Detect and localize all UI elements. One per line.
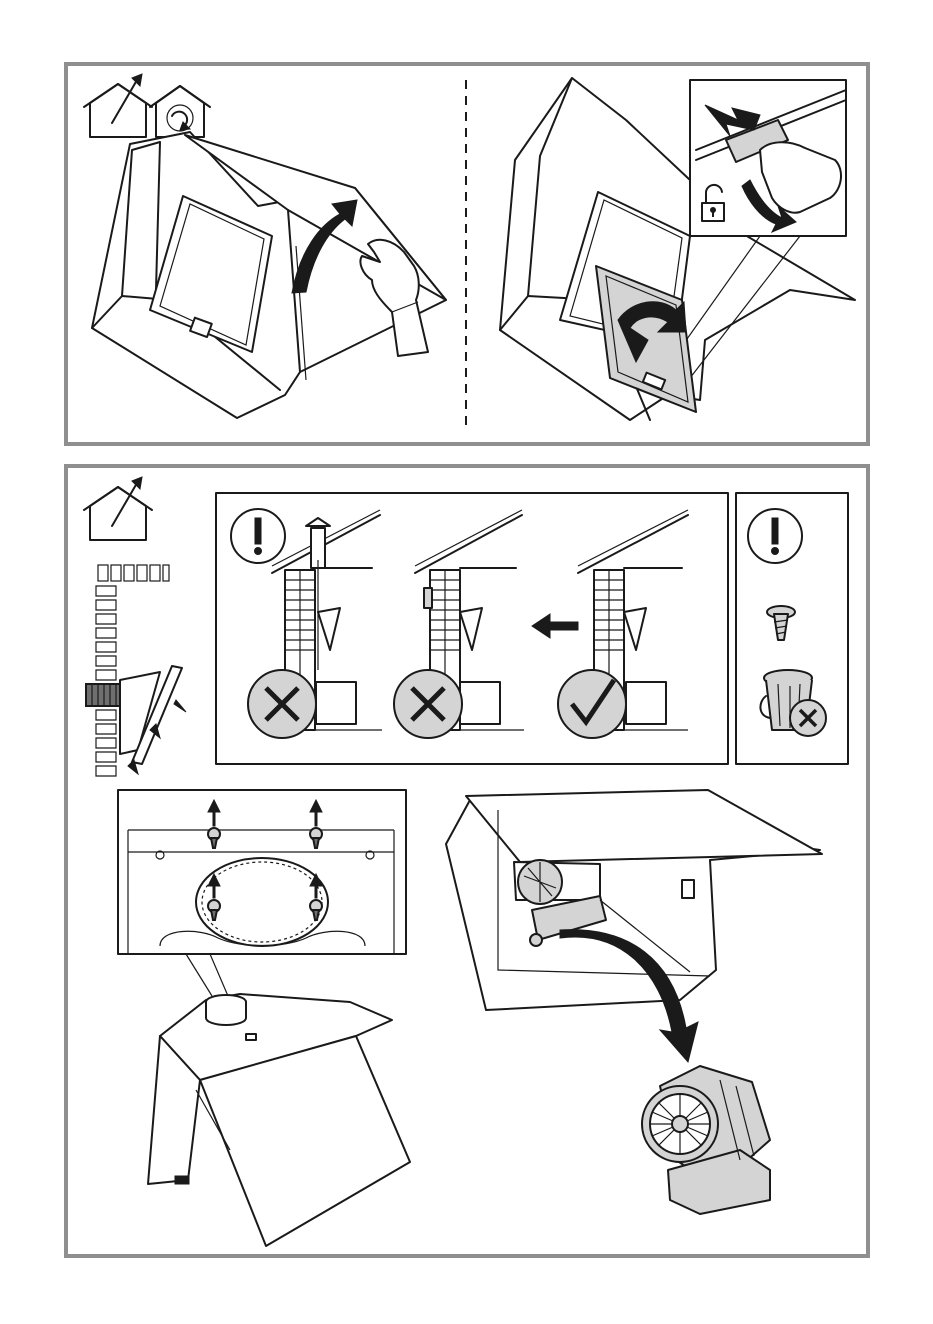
duct-extension-illustration [86, 565, 186, 776]
screw-removal-detail [118, 790, 406, 954]
cross-icon [790, 700, 826, 736]
ducted-mode-icon [84, 477, 152, 540]
fan-motor-icon [642, 1066, 770, 1214]
closed-hood-illustration [148, 994, 410, 1246]
motor-removal-illustration [446, 790, 822, 1062]
